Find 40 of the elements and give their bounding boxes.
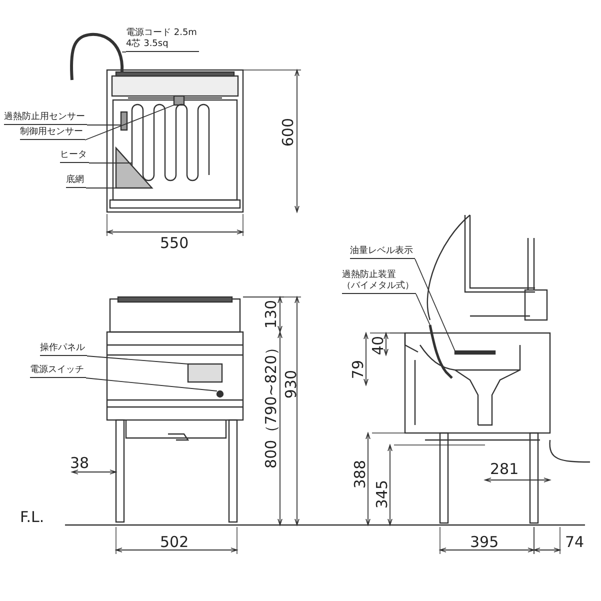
power-cord — [70, 32, 124, 80]
callout-label: 操作パネル — [40, 343, 87, 356]
basket-net — [115, 146, 154, 189]
callout-label: 電源スイッチ — [30, 365, 86, 378]
callout-label: 過熱防止装置 （バイメタル式） — [342, 270, 416, 294]
leader-line — [86, 356, 188, 364]
dimension-value: 395 — [470, 535, 499, 550]
leader-line — [416, 294, 430, 326]
dimension-value: 38 — [70, 456, 90, 471]
oil-level-mark — [454, 350, 496, 355]
dimension-value: 388 — [353, 460, 368, 489]
dimension-value: 345 — [375, 480, 390, 509]
callout-label: 制御用センサー — [20, 127, 85, 140]
leader-line — [414, 258, 456, 352]
leader-line — [88, 162, 132, 164]
callout-label: 油量レベル表示 — [350, 246, 415, 259]
leader-line — [86, 124, 122, 126]
dimension-value: 502 — [160, 535, 189, 550]
dimension-value: 600 — [281, 118, 296, 147]
heater-element — [131, 104, 210, 181]
leader-line — [86, 378, 218, 392]
control-panel — [187, 363, 223, 383]
dimension-value: 130 — [264, 300, 279, 329]
sensor-probe — [120, 111, 128, 131]
sensor-probe — [173, 95, 185, 106]
dimension-value: F.L. — [20, 510, 44, 525]
dimension-value: 74 — [565, 535, 584, 550]
callout-label: ヒータ — [60, 150, 89, 163]
dimension-value: 40 — [371, 336, 386, 356]
dimension-value: 800（790~820） — [264, 340, 279, 468]
callout-label: 電源コード 2.5m 4芯 3.5sq — [126, 28, 199, 52]
leader-line — [84, 104, 174, 140]
dimension-value: 930 — [284, 370, 299, 399]
dimension-value: 550 — [160, 236, 189, 251]
callout-label: 底網 — [66, 175, 86, 188]
power-switch — [216, 390, 224, 398]
callout-label: 過熱防止用センサー — [4, 112, 87, 125]
dimension-value: 281 — [490, 462, 519, 477]
thermostat-probe — [428, 324, 453, 379]
dimension-value: 79 — [351, 360, 366, 380]
